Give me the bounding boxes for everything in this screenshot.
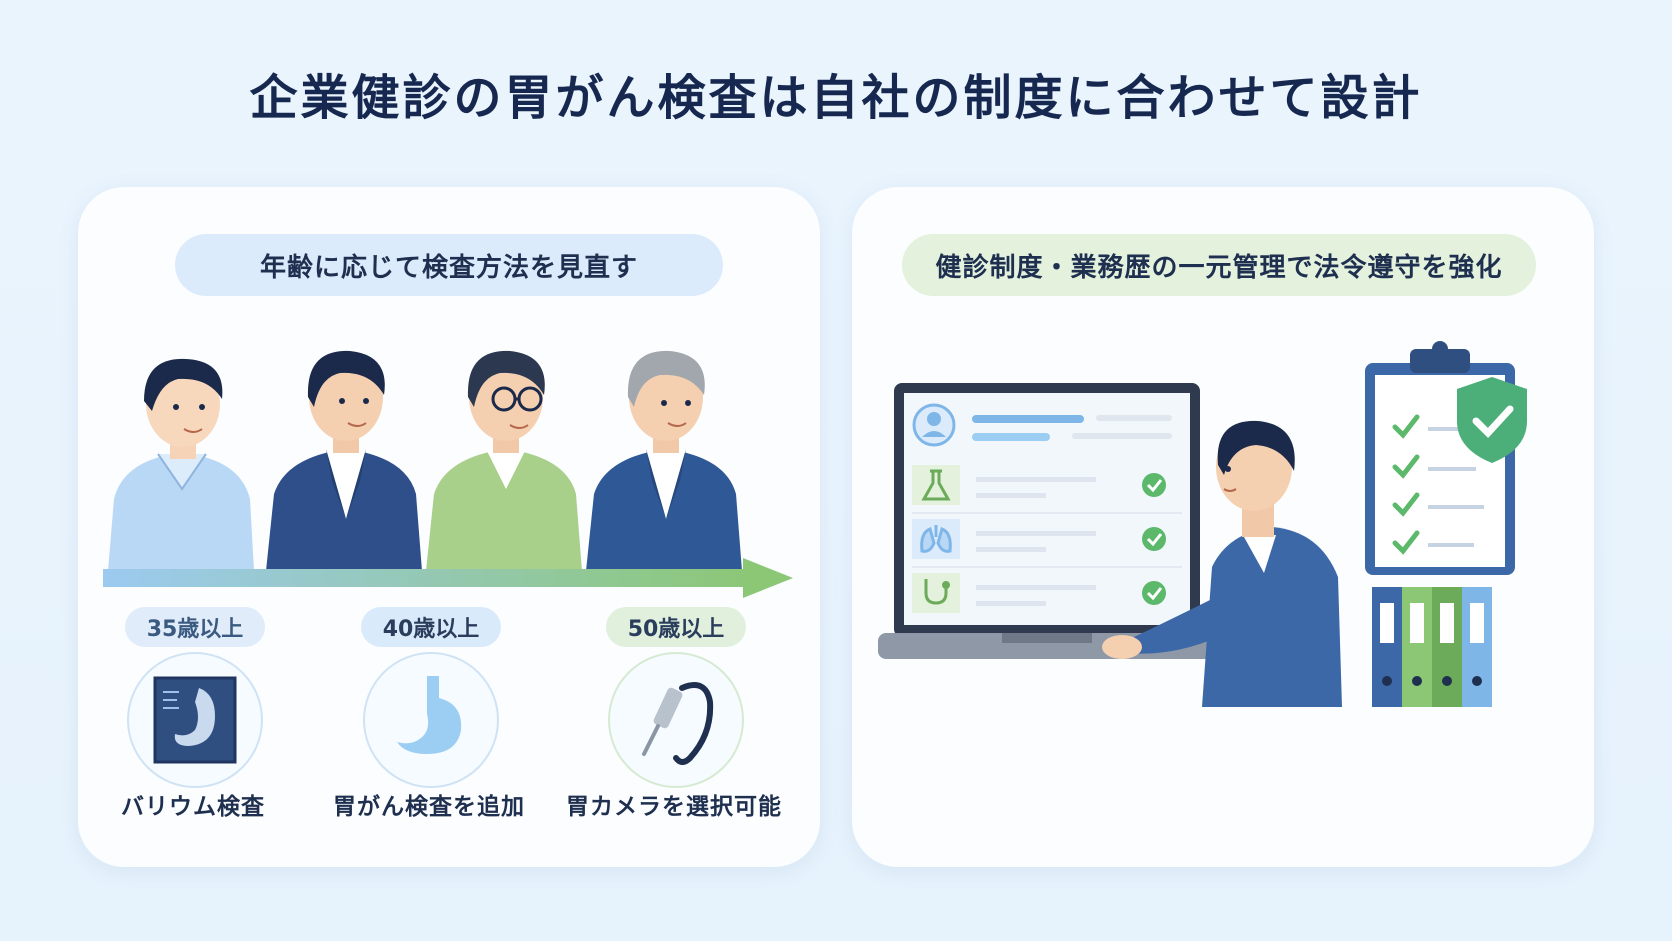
exam-label-gastroscopy: 胃カメラを選択可能 — [566, 794, 782, 820]
shield-check-icon — [1457, 377, 1527, 463]
endoscope-icon — [608, 652, 744, 788]
young-man-icon — [108, 358, 254, 571]
age-progression-arrow — [103, 558, 793, 598]
senior-man-icon — [586, 350, 742, 571]
man-with-glasses-icon — [426, 350, 582, 571]
page-title: 企業健診の胃がん検査は自社の制度に合わせて設計 — [249, 70, 1423, 126]
compliance-management-panel: 健診制度・業務歴の一元管理で法令遵守を強化 — [852, 187, 1594, 867]
management-illustration — [878, 341, 1527, 707]
age-tag-50: 50歳以上 — [606, 607, 746, 647]
binders-icon — [1372, 587, 1492, 707]
exam-label-stomach-cancer: 胃がん検査を追加 — [333, 794, 525, 820]
people-illustration — [108, 350, 742, 571]
age-based-exam-panel: 年齢に応じて検査方法を見直す — [78, 187, 820, 867]
compliance-heading: 健診制度・業務歴の一元管理で法令遵守を強化 — [902, 234, 1536, 296]
age-exam-heading: 年齢に応じて検査方法を見直す — [175, 234, 723, 296]
age-tag-35: 35歳以上 — [125, 607, 265, 647]
xray-stomach-icon — [127, 652, 263, 788]
exam-label-barium: バリウム検査 — [121, 794, 265, 820]
middle-aged-man-icon — [266, 350, 422, 571]
office-worker-icon — [1102, 420, 1342, 707]
screen-row-stethoscope — [912, 573, 1166, 613]
stomach-icon — [363, 652, 499, 788]
age-tag-40: 40歳以上 — [361, 607, 501, 647]
screen-row-lungs — [912, 519, 1166, 559]
screen-row-flask — [912, 465, 1166, 505]
